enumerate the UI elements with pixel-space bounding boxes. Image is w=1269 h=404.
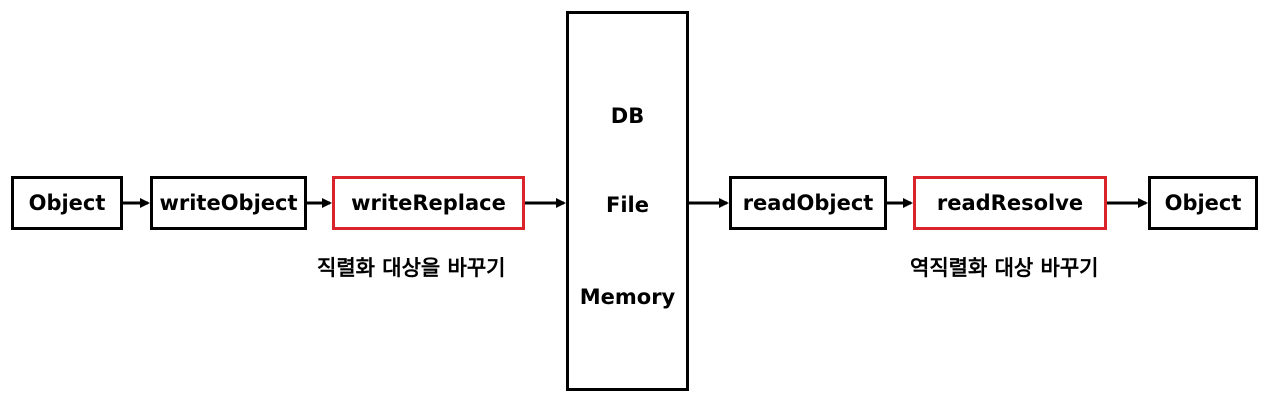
storage-file-label: File [606, 193, 649, 217]
write-object-node: writeObject [150, 176, 307, 230]
object-output-label: Object [1164, 191, 1242, 215]
storage-memory-label: Memory [579, 285, 676, 309]
write-object-label: writeObject [159, 191, 298, 215]
read-resolve-label: readResolve [936, 191, 1084, 215]
object-output-node: Object [1148, 176, 1258, 230]
storage-node: DB File Memory [566, 11, 689, 391]
read-object-label: readObject [742, 191, 874, 215]
object-input-node: Object [11, 176, 123, 230]
storage-db-label: DB [610, 104, 645, 128]
read-resolve-node: readResolve [913, 176, 1107, 230]
read-object-node: readObject [729, 176, 887, 230]
object-input-label: Object [28, 191, 106, 215]
serialize-caption: 직렬화 대상을 바꾸기 [317, 256, 506, 280]
write-replace-label: writeReplace [351, 191, 506, 215]
deserialize-caption: 역직렬화 대상 바꾸기 [910, 256, 1099, 280]
write-replace-node: writeReplace [332, 176, 525, 230]
